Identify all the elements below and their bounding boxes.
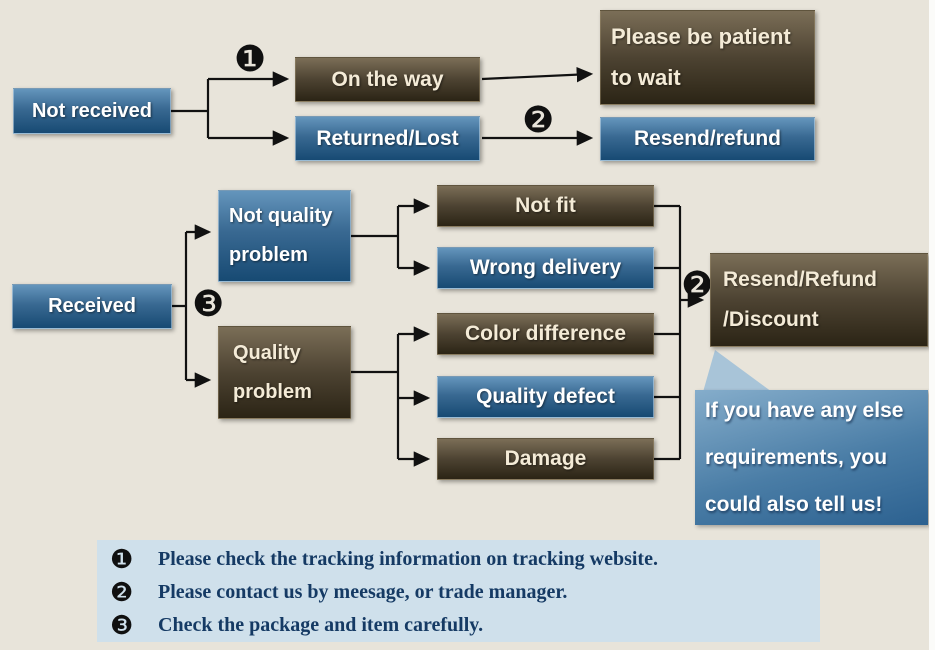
node-quality-line2: problem	[233, 380, 312, 403]
legend-badge-2: ❷	[110, 577, 134, 608]
step-2-badge-middle: ❷	[681, 265, 714, 306]
node-returned-lost: Returned/Lost	[295, 116, 480, 161]
step-1-badge: ❶	[234, 39, 267, 80]
node-not-quality-problem: Not quality problem	[218, 190, 351, 282]
node-not-fit: Not fit	[437, 185, 654, 227]
legend-item-3: ❸ Check the package and item carefully.	[97, 609, 820, 642]
node-not-received: Not received	[13, 88, 171, 134]
legend-text-2: Please contact us by meesage, or trade m…	[158, 581, 568, 603]
node-damage: Damage	[437, 438, 654, 480]
bubble-line2: requirements, you	[705, 445, 888, 469]
node-quality-defect: Quality defect	[437, 376, 654, 418]
bubble-line3: could also tell us!	[705, 492, 883, 516]
node-color-difference: Color difference	[437, 313, 654, 355]
image-right-margin	[929, 0, 935, 650]
node-quality-line1: Quality	[233, 341, 301, 364]
node-be-patient-line2: to wait	[611, 65, 681, 90]
node-not-quality-line1: Not quality	[229, 205, 333, 227]
legend-panel: ❶ Please check the tracking information …	[97, 540, 820, 642]
node-quality-problem: Quality problem	[218, 326, 351, 419]
node-resend-refund-discount: Resend/Refund /Discount	[710, 253, 928, 347]
flow-arrows	[171, 66, 705, 467]
legend-item-1: ❶ Please check the tracking information …	[97, 543, 820, 576]
step-3-badge: ❸	[192, 284, 225, 325]
legend-badge-1: ❶	[110, 544, 134, 575]
node-wrong-delivery: Wrong delivery	[437, 247, 654, 289]
legend-badge-3: ❸	[110, 610, 134, 641]
node-received: Received	[12, 284, 172, 329]
node-be-patient: Please be patient to wait	[600, 10, 815, 105]
legend-text-1: Please check the tracking information on…	[158, 548, 658, 570]
speech-bubble: If you have any else requirements, you c…	[695, 390, 928, 525]
step-2-badge-top: ❷	[522, 100, 555, 141]
bubble-tail	[703, 350, 772, 392]
node-not-quality-line2: problem	[229, 244, 308, 266]
legend-text-3: Check the package and item carefully.	[158, 614, 484, 636]
legend-item-2: ❷ Please contact us by meesage, or trade…	[97, 576, 820, 609]
node-resend-refund: Resend/refund	[600, 117, 815, 161]
node-on-the-way: On the way	[295, 57, 480, 102]
bubble-line1: If you have any else	[705, 398, 904, 422]
node-be-patient-line1: Please be patient	[611, 24, 791, 49]
node-rrd-line1: Resend/Refund	[723, 268, 878, 291]
node-rrd-line2: /Discount	[723, 308, 819, 331]
